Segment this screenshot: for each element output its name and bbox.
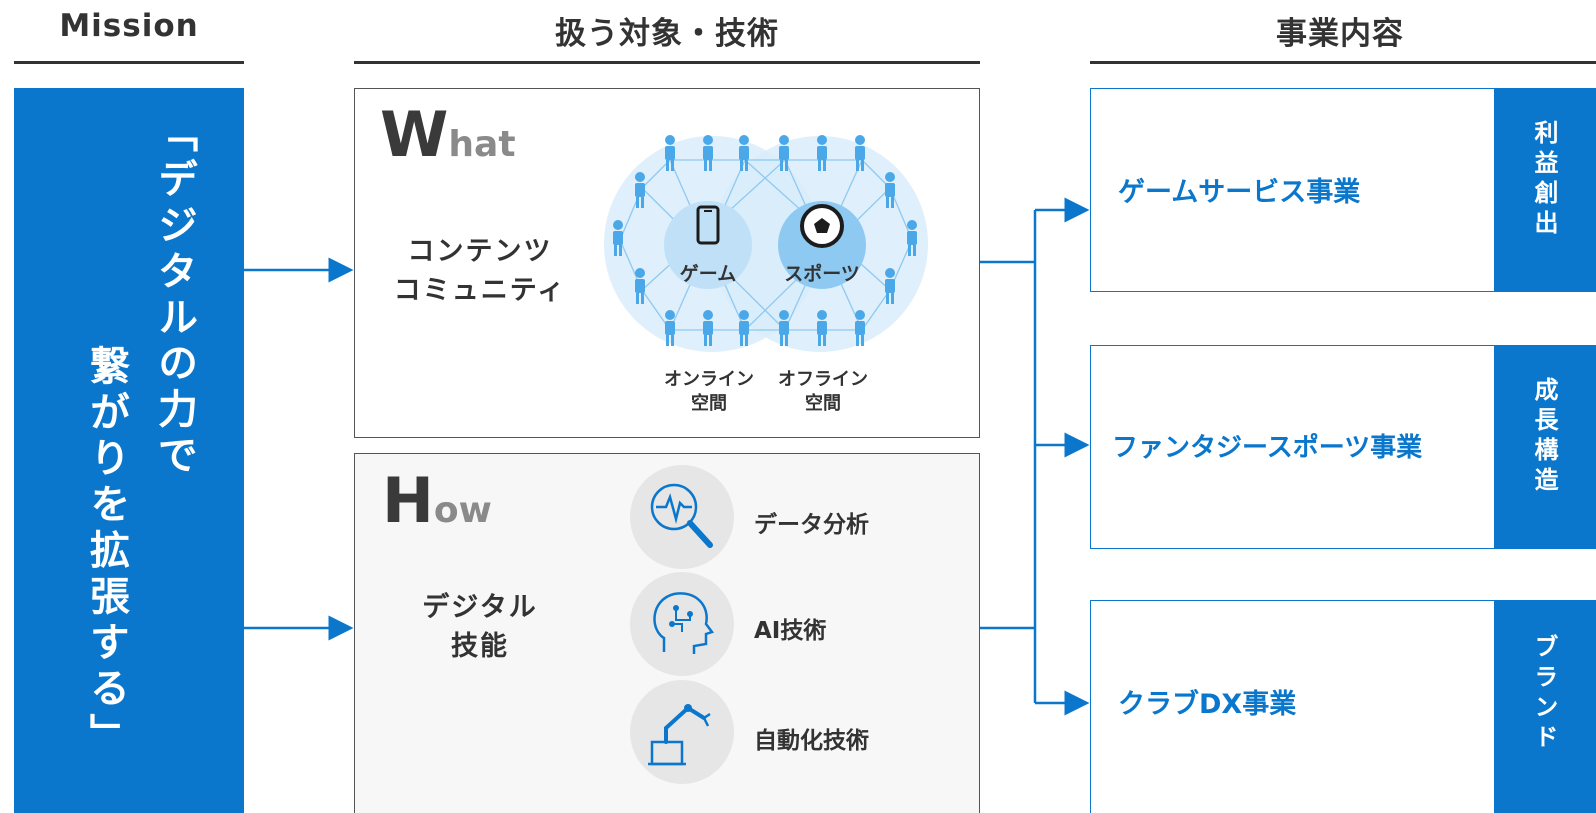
business-fantasy-box [1090,345,1496,549]
header-targets: 扱う対象・技術 [555,16,779,52]
what-label-line-2: コミュニティ [393,275,567,307]
community-network-illustration [604,135,928,352]
business-club-label: クラブDX事業 [1118,689,1297,720]
header-mission-rule [14,61,244,64]
how-label-line-1: デジタル [422,592,538,623]
business-club-box [1090,600,1496,813]
mission-line-1: 「デジタルの力で [151,112,197,480]
tag-profit-text: 利益創出 [1530,120,1558,240]
offline-line-2: 空間 [805,393,841,415]
online-line-1: オンライン [664,369,754,390]
people-icons [613,135,917,346]
what-big-letter: W [380,98,449,171]
what-rest: hat [448,124,516,165]
ai-circle [630,572,734,676]
tag-profit: 利益創出 [1494,88,1596,292]
game-circle [664,201,752,289]
header-business: 事業内容 [1276,16,1404,52]
tech-label-automation: 自動化技術 [754,728,869,754]
what-title: What [380,104,516,166]
brain-head-icon [653,592,715,654]
how-label-line-2: 技能 [451,631,509,663]
offline-line-1: オフライン [778,369,868,390]
how-label: デジタル 技能 [370,588,590,666]
business-game-label: ゲームサービス事業 [1118,177,1361,208]
header-targets-rule [354,61,980,64]
game-circle-label: ゲーム [679,263,737,285]
smartphone-icon [696,205,720,245]
soccer-ball-icon [800,204,844,248]
automation-circle [630,680,734,784]
sports-circle-label: スポーツ [784,263,860,285]
what-label-line-1: コンテンツ [407,236,553,267]
tech-label-data-analysis: データ分析 [754,512,869,538]
tag-brand: ブランド [1494,600,1596,813]
online-space-label: オンライン 空間 [650,368,768,417]
mission-line-2: 繋がりを拡張する」 [83,345,129,759]
header-business-rule [1090,61,1596,64]
business-fantasy-label: ファンタジースポーツ事業 [1112,433,1423,463]
how-big-letter: H [382,464,434,537]
how-title: How [382,470,492,532]
tech-label-ai: AI技術 [754,618,827,644]
data-analysis-circle [630,465,734,569]
what-label: コンテンツ コミュニティ [370,232,590,310]
offline-space-label: オフライン 空間 [764,368,882,417]
how-rest: ow [433,490,492,531]
online-line-2: 空間 [691,393,727,415]
tag-growth-text: 成長構造 [1530,377,1558,497]
tag-growth: 成長構造 [1494,345,1596,549]
header-mission: Mission [59,8,199,44]
tag-brand-text: ブランド [1530,634,1558,754]
magnifier-pulse-icon [650,483,713,548]
robot-arm-icon [648,704,711,766]
business-game-box [1090,88,1496,292]
mission-box [14,88,244,813]
